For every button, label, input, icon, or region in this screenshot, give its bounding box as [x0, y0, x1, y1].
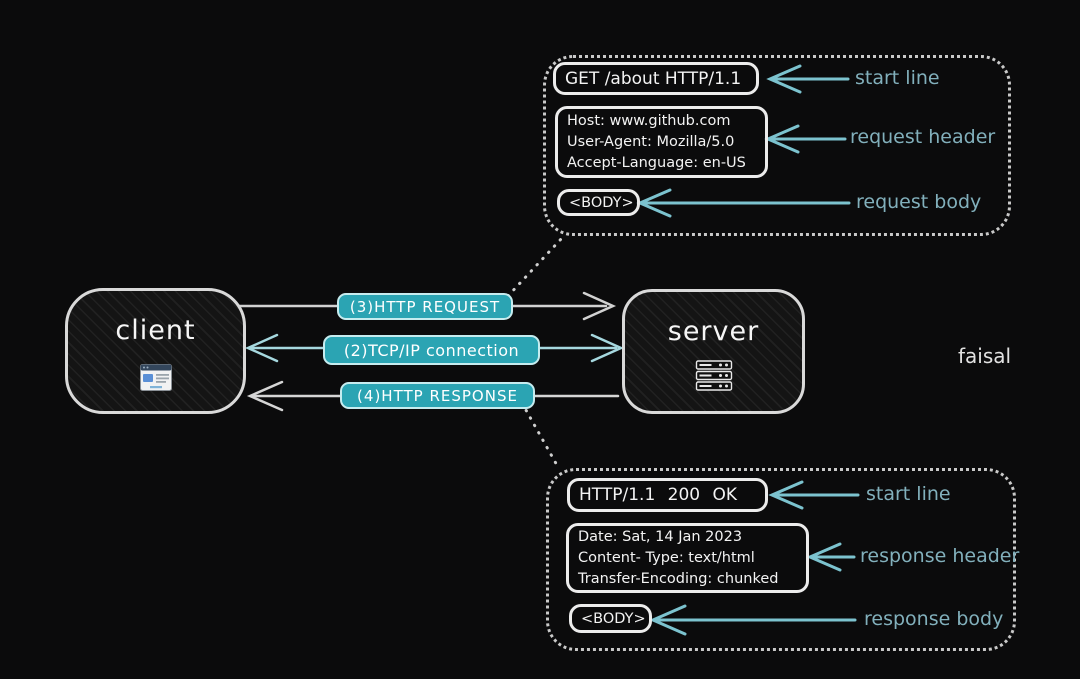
response-start-line-box: HTTP/1.1 200 OK: [567, 478, 768, 512]
response-panel-connector: [520, 401, 560, 469]
response-header-label: response header: [860, 545, 1020, 567]
server-rack-icon: [695, 360, 732, 395]
http-response-pill: (4)HTTP RESPONSE: [340, 382, 535, 409]
client-label: client: [115, 315, 196, 346]
request-header-line: Accept-Language: en-US: [567, 154, 746, 171]
request-header-label: request header: [850, 126, 996, 148]
client-node: client: [65, 288, 246, 414]
start-line-annotation-arrow: [766, 64, 850, 94]
response-header-line: Date: Sat, 14 Jan 2023: [578, 528, 743, 545]
http-request-pill: (3)HTTP REQUEST: [337, 293, 513, 320]
response-body-text: <BODY>: [581, 610, 646, 627]
tcp-ip-pill: (2)TCP/IP connection: [323, 335, 540, 365]
start-line-label: start line: [855, 67, 940, 89]
server-label: server: [667, 316, 760, 347]
server-node: server: [622, 289, 805, 414]
request-header-line: User-Agent: Mozilla/5.0: [567, 133, 735, 150]
response-message-panel: [546, 468, 1016, 651]
request-panel-connector: [506, 236, 564, 298]
request-header-box: Host: www.github.com User-Agent: Mozilla…: [555, 106, 768, 178]
author-signature: faisal: [958, 344, 1012, 368]
request-body-text: <BODY>: [569, 194, 634, 211]
response-body-annotation-arrow: [649, 604, 857, 636]
request-message-panel: [543, 55, 1011, 236]
start-line-annotation-arrow: [768, 480, 860, 510]
request-body-box: <BODY>: [557, 189, 640, 216]
request-start-line-text: GET /about HTTP/1.1: [565, 68, 742, 89]
request-start-line-box: GET /about HTTP/1.1: [553, 62, 759, 95]
request-header-annotation-arrow: [764, 124, 847, 154]
response-body-box: <BODY>: [569, 604, 652, 633]
response-body-label: response body: [864, 608, 1004, 630]
request-header-line: Host: www.github.com: [567, 112, 731, 129]
response-header-box: Date: Sat, 14 Jan 2023 Content- Type: te…: [566, 523, 809, 593]
http-response-label: (4)HTTP RESPONSE: [357, 386, 518, 405]
response-header-line: Transfer-Encoding: chunked: [578, 570, 779, 587]
request-body-label: request body: [856, 191, 982, 213]
response-start-line-text: HTTP/1.1 200 OK: [579, 485, 738, 505]
start-line-label: start line: [866, 483, 951, 505]
http-request-label: (3)HTTP REQUEST: [349, 297, 501, 316]
tcp-ip-label: (2)TCP/IP connection: [343, 340, 520, 360]
response-header-line: Content- Type: text/html: [578, 549, 755, 566]
browser-window-icon: [139, 364, 172, 395]
response-header-annotation-arrow: [806, 542, 856, 572]
request-body-annotation-arrow: [636, 188, 851, 218]
